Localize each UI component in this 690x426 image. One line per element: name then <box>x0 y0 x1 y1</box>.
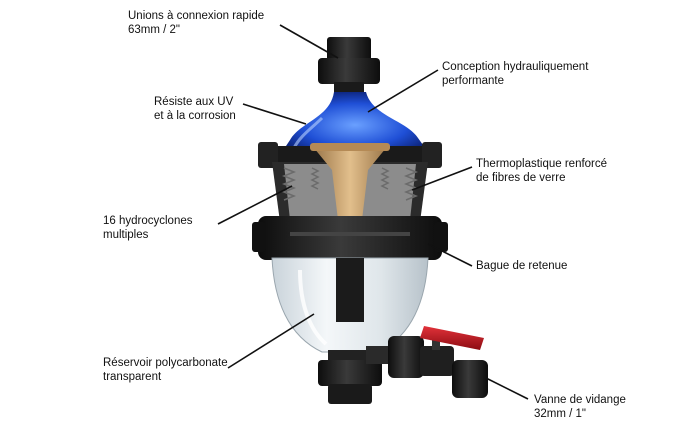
label-uv-resistance: Résiste aux UV et à la corrosion <box>154 95 236 123</box>
label-hydraulic-design: Conception hydrauliquement performante <box>442 60 588 88</box>
label-hydrocyclones: 16 hydrocyclones multiples <box>103 214 193 242</box>
label-thermoplastic: Thermoplastique renforcé de fibres de ve… <box>476 157 607 185</box>
blue-dome-housing <box>282 92 428 152</box>
label-line: transparent <box>103 371 162 383</box>
label-line: performante <box>442 75 505 87</box>
hydrocyclones <box>281 167 419 201</box>
label-line: Conception hydrauliquement <box>442 61 589 73</box>
label-line: multiples <box>103 229 149 241</box>
label-line: Thermoplastique renforcé <box>476 158 608 170</box>
leader-lines <box>217 24 529 400</box>
drain-valve <box>366 326 488 398</box>
retaining-ring <box>252 216 448 260</box>
label-quick-unions: Unions à connexion rapide 63mm / 2" <box>128 9 264 37</box>
label-line: Vanne de vidange <box>534 394 626 406</box>
label-line: 32mm / 1" <box>534 408 587 420</box>
label-line: 63mm / 2" <box>128 24 181 36</box>
label-line: de fibres de verre <box>476 172 566 184</box>
bottom-outlet <box>318 350 382 404</box>
label-line: Résiste aux UV <box>154 96 234 108</box>
label-line: et à la corrosion <box>154 110 236 122</box>
top-union-fitting <box>318 37 380 96</box>
label-line: 16 hydrocyclones <box>103 215 193 227</box>
label-reservoir: Réservoir polycarbonate transparent <box>103 356 228 384</box>
transparent-bowl <box>271 257 429 353</box>
vortex-cone <box>310 143 390 220</box>
label-drain-valve: Vanne de vidange 32mm / 1" <box>534 393 626 421</box>
label-retaining-ring: Bague de retenue <box>476 259 567 273</box>
label-line: Unions à connexion rapide <box>128 10 265 22</box>
label-line: Bague de retenue <box>476 260 568 272</box>
label-line: Réservoir polycarbonate <box>103 357 228 369</box>
